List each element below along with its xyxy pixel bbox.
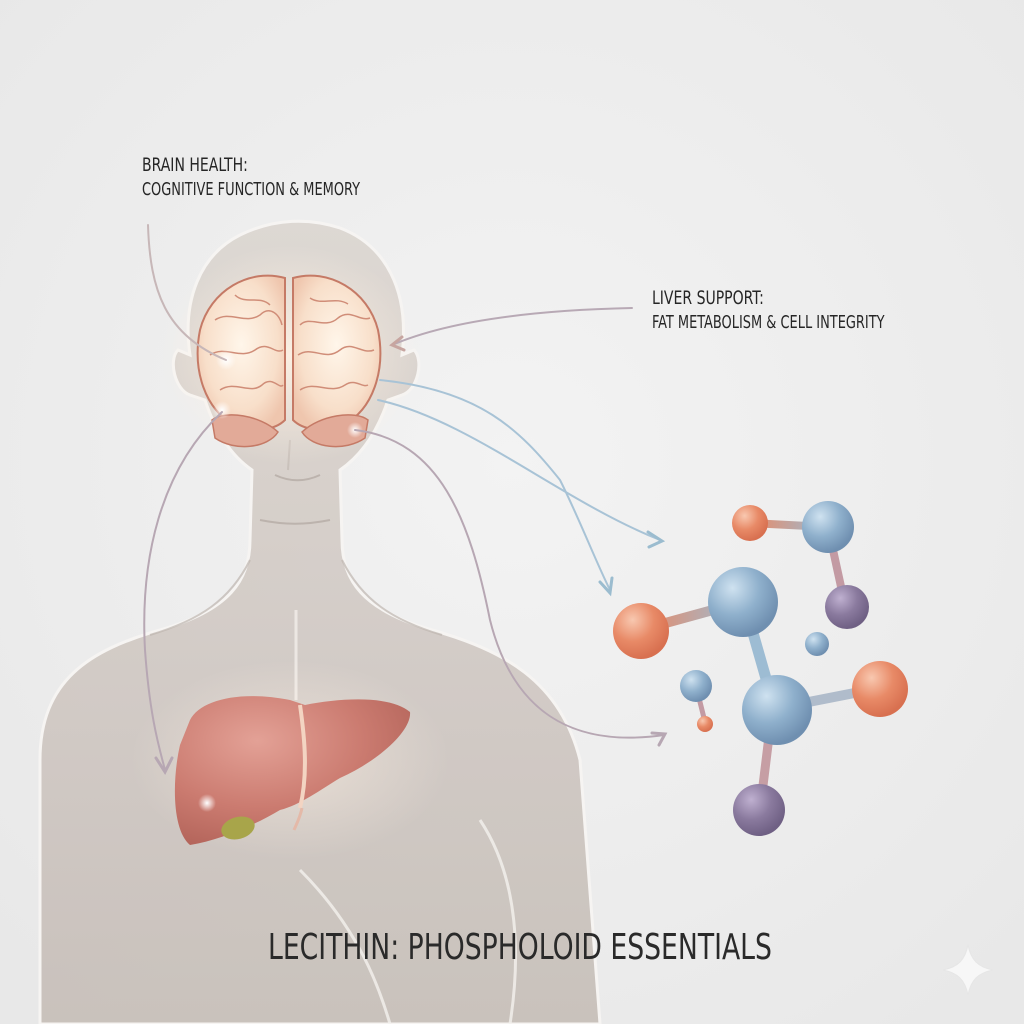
liver-organ: [130, 660, 450, 860]
liver-support-heading: LIVER SUPPORT:: [652, 287, 764, 309]
brain-health-detail: COGNITIVE FUNCTION & MEMORY: [142, 179, 361, 200]
brain-organ: [160, 245, 420, 465]
page-title: LECITHIN: PHOSPHOLOID ESSENTIALS: [268, 927, 772, 968]
brain-health-heading: BRAIN HEALTH:: [142, 154, 248, 176]
brain-health-annotation: BRAIN HEALTH: COGNITIVE FUNCTION & MEMOR…: [142, 153, 415, 203]
liver-support-annotation: LIVER SUPPORT: FAT METABOLISM & CELL INT…: [652, 286, 943, 336]
sparkle-icon: [942, 944, 994, 996]
liver-support-detail: FAT METABOLISM & CELL INTEGRITY: [652, 312, 885, 333]
pathway-arrows: [143, 224, 668, 776]
phospholipid-molecule: [613, 501, 908, 836]
